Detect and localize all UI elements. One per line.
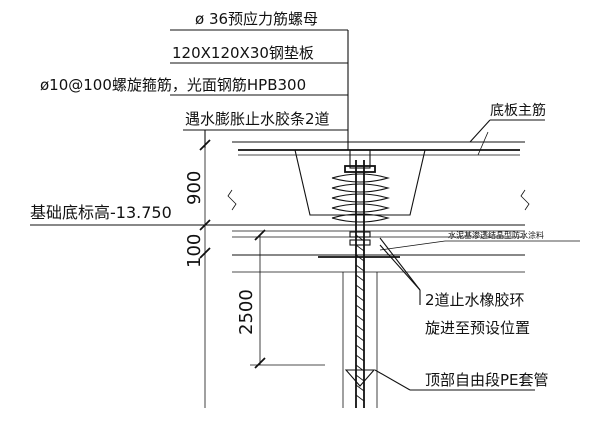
callout-leaders	[170, 29, 349, 150]
dim-slab-thickness: 900	[184, 171, 205, 205]
label-waterproof: 水泥基渗透结晶型防水涂料	[448, 230, 544, 240]
dimension-lines	[30, 139, 325, 408]
label-nut: ø 36预应力筋螺母	[195, 10, 318, 28]
right-leaders	[374, 119, 580, 391]
label-plate: 120X120X30钢垫板	[172, 44, 314, 62]
label-rubber-ring: 2道止水橡胶环	[425, 291, 525, 309]
label-main-rebar: 底板主筋	[490, 102, 546, 119]
label-rubber-ring-note: 旋进至预设位置	[425, 319, 530, 337]
dim-anchor-length: 2500	[236, 289, 257, 335]
spiral-stirrup	[331, 149, 391, 223]
base-slab	[227, 141, 530, 273]
anchor-bar	[318, 160, 400, 408]
label-pe-sleeve: 顶部自由段PE套管	[425, 371, 549, 389]
label-water-stop: 遇水膨胀止水胶条2道	[185, 110, 330, 128]
dim-cushion: 100	[184, 234, 205, 268]
label-stirrup: ø10@100螺旋箍筋，光面钢筋HPB300	[40, 76, 306, 94]
labels: ø 36预应力筋螺母 120X120X30钢垫板 ø10@100螺旋箍筋，光面钢…	[30, 10, 549, 389]
label-elevation: 基础底标高-13.750	[30, 203, 172, 222]
